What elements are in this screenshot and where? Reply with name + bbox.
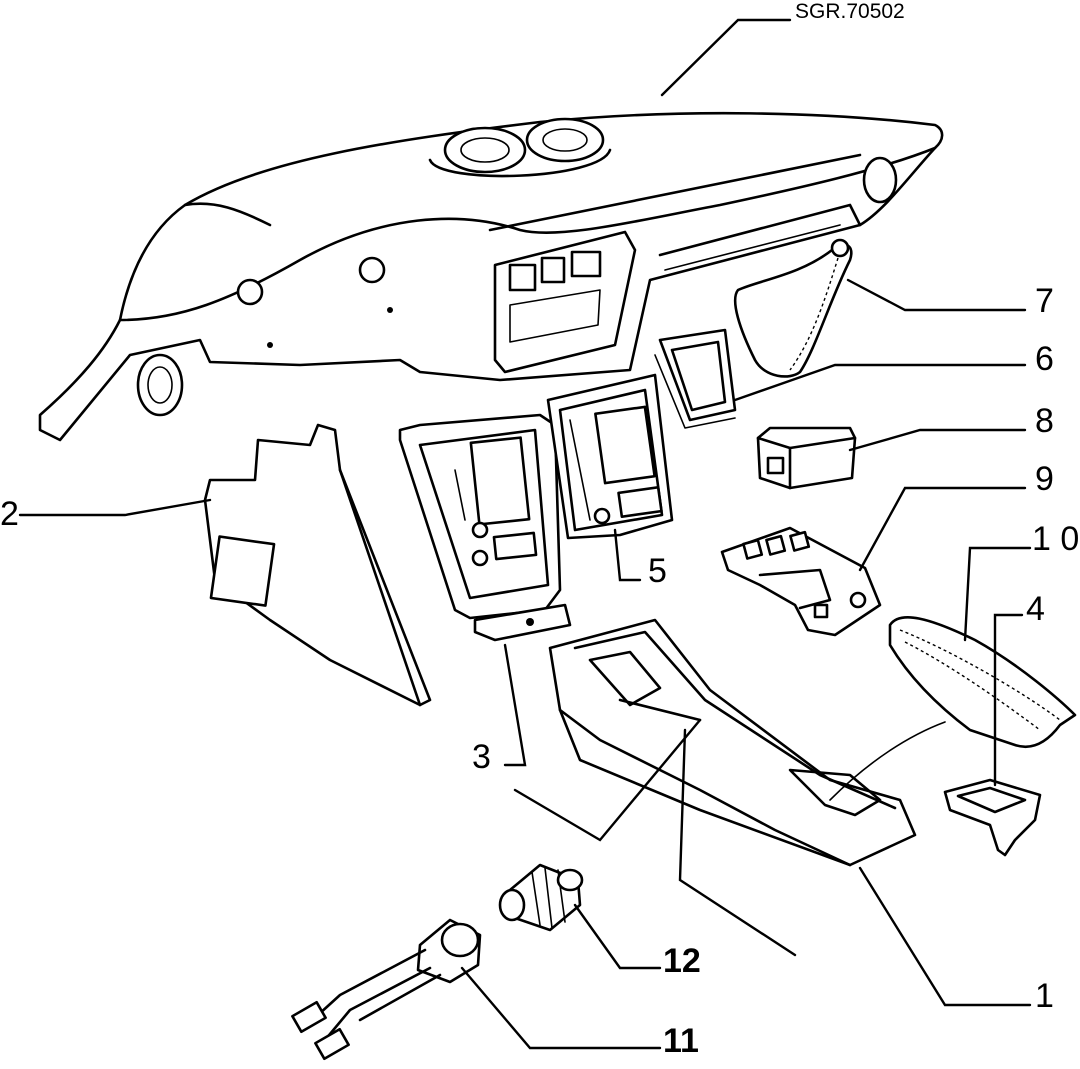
callout-leader-10 xyxy=(963,546,1032,642)
part-10-handbrake-boot xyxy=(888,616,1077,749)
part-12-lighter xyxy=(498,863,584,932)
callout-11: 11 xyxy=(663,1022,699,1060)
callout-2: 2 xyxy=(0,495,19,533)
part-5-bezel xyxy=(546,373,674,540)
callout-1: 1 xyxy=(1035,977,1054,1015)
callout-leader-8 xyxy=(848,428,1027,452)
part-1-center-console xyxy=(548,618,946,867)
part-4-bracket xyxy=(943,778,1042,857)
callout-leader-9 xyxy=(858,486,1027,572)
callout-6: 6 xyxy=(1035,340,1054,378)
callout-9: 9 xyxy=(1035,460,1054,498)
callout-leader-4 xyxy=(993,613,1024,787)
console-leader-a xyxy=(513,718,702,842)
callout-leader-12 xyxy=(573,903,662,970)
part-2-side-panel xyxy=(203,423,432,707)
part-11-switch-wiring xyxy=(291,918,482,1061)
part-3-center-bezel xyxy=(398,413,572,642)
callout-3: 3 xyxy=(472,738,491,776)
callout-leader-5 xyxy=(613,528,642,582)
dashboard-panel xyxy=(38,111,944,442)
callout-10: 1 0 xyxy=(1032,520,1079,558)
reference-code: SGR.70502 xyxy=(795,0,905,23)
part-7-gear-boot xyxy=(733,238,853,378)
callout-leader-7 xyxy=(846,278,1027,312)
callout-leader-2 xyxy=(18,498,212,517)
callout-4: 4 xyxy=(1026,590,1045,628)
callout-leader-3 xyxy=(503,643,527,767)
callout-7: 7 xyxy=(1035,282,1054,320)
part-6-frame xyxy=(654,328,737,429)
part-8-box xyxy=(756,426,857,490)
callout-8: 8 xyxy=(1035,402,1054,440)
callout-12: 12 xyxy=(663,942,701,980)
callout-5: 5 xyxy=(648,552,667,590)
reference-leader xyxy=(660,18,792,97)
callout-leader-1 xyxy=(858,866,1032,1007)
callout-leader-11 xyxy=(460,966,662,1050)
part-9-switch-panel xyxy=(720,526,882,637)
callout-leader-6 xyxy=(733,363,1027,402)
console-leader-b xyxy=(678,728,797,957)
